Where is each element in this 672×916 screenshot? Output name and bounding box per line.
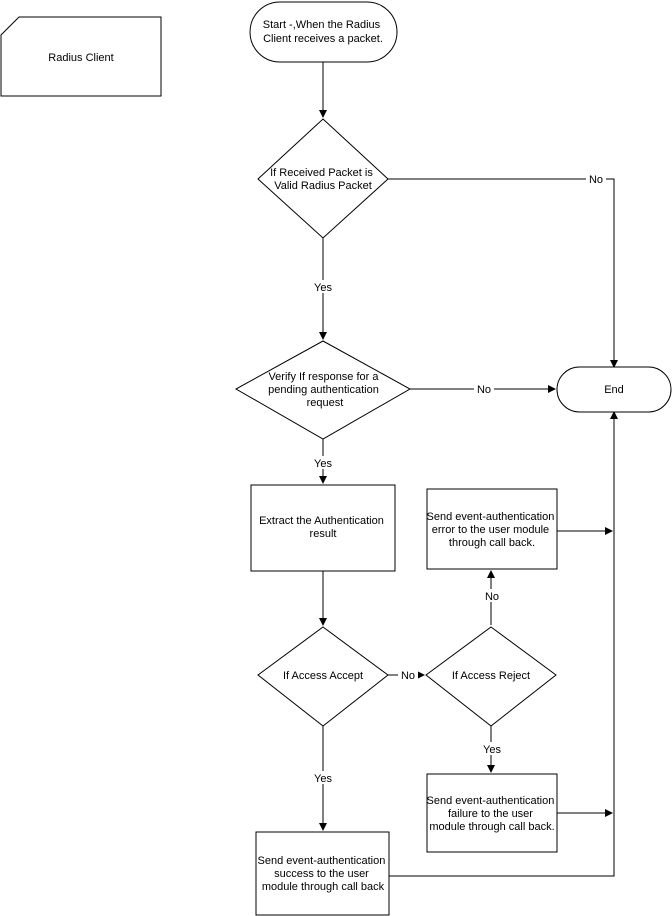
node-start-text: Start -,When the Radius Client receives …	[263, 19, 383, 45]
node-access-reject-text: If Access Reject	[452, 670, 530, 682]
node-send-error-text: Send event-authentication error to the u…	[427, 511, 558, 549]
node-start-line-2: Client receives a packet.	[263, 33, 383, 45]
label-reject-no: No	[485, 591, 499, 603]
node-extract-text: Extract the Authentication result	[259, 515, 387, 540]
decision-shape	[425, 626, 557, 727]
label-bg	[398, 668, 418, 681]
label-accept-no: No	[401, 670, 415, 682]
label-bg	[311, 771, 335, 784]
label-verify-no: No	[477, 384, 491, 396]
process-shape	[426, 773, 558, 853]
node-access-accept: If Access Accept	[257, 626, 389, 727]
label-bg	[311, 280, 335, 293]
label-verify-yes: Yes	[314, 458, 332, 470]
terminator-shape	[249, 1, 398, 63]
node-access-accept-text: If Access Accept	[283, 670, 363, 682]
label-valid-no: No	[589, 174, 603, 186]
node-extract-line-2: result	[310, 528, 337, 540]
node-send-failure: Send event-authentication failure to the…	[426, 773, 558, 853]
node-access-reject: If Access Reject	[425, 626, 557, 727]
label-bg	[482, 589, 502, 602]
decision-shape	[257, 626, 389, 727]
node-send-success-line-2: success to the user	[274, 868, 369, 880]
node-verify-pending: Verify If response for a pending authent…	[234, 340, 412, 440]
node-verify-pending-text: Verify If response for a pending authent…	[268, 371, 382, 409]
legend-label: Radius Client	[48, 52, 113, 64]
node-extract-line-1: Extract the Authentication	[259, 515, 384, 527]
node-send-error: Send event-authentication error to the u…	[426, 488, 558, 570]
decision-shape	[257, 118, 389, 239]
label-valid-yes: Yes	[314, 282, 332, 294]
node-send-success-line-1: Send event-authentication	[258, 855, 386, 867]
label-bg	[311, 456, 335, 469]
process-shape	[255, 831, 390, 916]
node-valid-packet-text: If Received Packet is Valid Radius Packe…	[270, 167, 376, 192]
node-verify-pending-line-1: Verify If response for a	[268, 371, 379, 383]
node-send-error-line-2: error to the user module	[432, 524, 549, 536]
node-end: End	[556, 366, 672, 413]
process-shape	[426, 488, 558, 570]
node-send-failure-text: Send event-authentication failure to the…	[427, 795, 558, 833]
label-bg	[474, 382, 494, 395]
terminator-shape	[556, 366, 672, 413]
label-accept-yes: Yes	[314, 773, 332, 785]
node-valid-packet-line-2: Valid Radius Packet	[274, 180, 372, 192]
node-valid-packet-line-1: If Received Packet is	[270, 167, 373, 179]
process-shape	[250, 484, 396, 572]
node-extract: Extract the Authentication result	[250, 484, 396, 572]
node-end-text: End	[604, 384, 624, 396]
node-send-failure-line-3: module through call back.	[429, 821, 554, 833]
decision-shape	[234, 340, 412, 440]
edge-valid-no-to-end	[388, 178, 618, 368]
node-verify-pending-line-3: request	[307, 397, 344, 409]
node-send-failure-line-1: Send event-authentication	[427, 795, 555, 807]
connectors	[319, 62, 618, 877]
node-verify-pending-line-2: pending authentication	[268, 384, 379, 396]
label-bg	[586, 172, 606, 185]
node-send-error-line-1: Send event-authentication	[427, 511, 555, 523]
card-shape	[0, 16, 162, 97]
edge-success-to-end	[389, 411, 618, 877]
node-start: Start -,When the Radius Client receives …	[249, 1, 398, 63]
label-reject-yes: Yes	[483, 744, 501, 756]
node-send-success: Send event-authentication success to the…	[255, 831, 390, 916]
edge-labels: No Yes No Yes No Yes No Yes	[311, 172, 606, 785]
node-valid-packet: If Received Packet is Valid Radius Packe…	[257, 118, 389, 239]
node-send-error-line-3: through call back.	[449, 537, 535, 549]
node-send-success-line-3: module through call back	[262, 881, 385, 893]
node-send-failure-line-2: failure to the user	[448, 808, 533, 820]
label-bg	[480, 742, 504, 755]
node-start-line-1: Start -,When the Radius	[263, 19, 381, 31]
legend-radius-client: Radius Client	[0, 16, 162, 97]
node-send-success-text: Send event-authentication success to the…	[258, 855, 389, 893]
